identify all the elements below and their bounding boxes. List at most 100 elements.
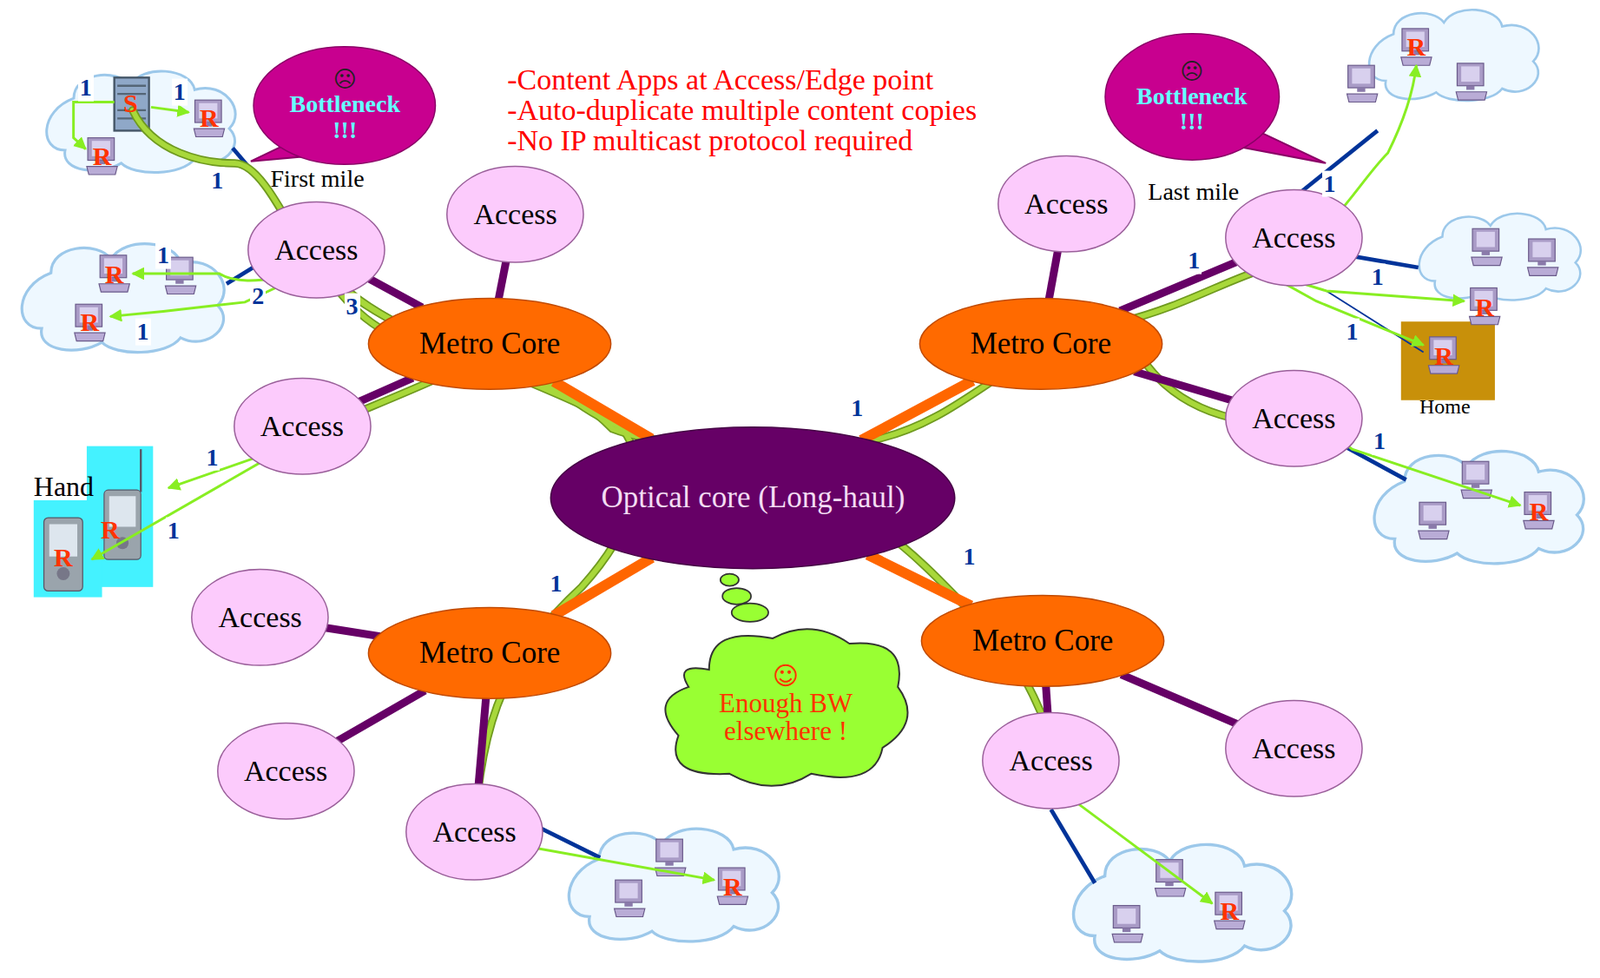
content-flow <box>132 110 1269 837</box>
network-link <box>861 380 973 441</box>
node-text-group: Access <box>1008 744 1093 777</box>
callout-number: 1 <box>155 241 172 269</box>
network-link <box>553 381 652 439</box>
metro-core-node: Metro Core <box>918 297 1164 390</box>
access-node: Access <box>233 377 372 475</box>
access-node: Access <box>1224 699 1363 797</box>
last-mile-line <box>226 130 1424 883</box>
network-link <box>325 627 381 637</box>
node-label: Optical core (Long-haul) <box>600 481 905 514</box>
network-link <box>867 554 971 606</box>
network-link <box>1121 674 1238 725</box>
node-label: Bottleneck !!! <box>289 91 402 143</box>
content-flow <box>132 110 1269 837</box>
ellipse-outline <box>191 569 329 666</box>
server-icon <box>117 85 146 119</box>
computer-icon <box>1112 905 1143 942</box>
node-label: Access <box>1251 402 1336 435</box>
ellipse-outline <box>368 607 612 699</box>
node-label: Access <box>473 198 557 231</box>
optical-core-node: Optical core (Long-haul) <box>548 426 957 570</box>
network-link <box>1046 684 1048 713</box>
network-link <box>368 278 422 308</box>
user-cloud <box>21 243 224 353</box>
face-symbol: ☹ <box>333 67 357 92</box>
callout-number: 1 <box>209 167 225 195</box>
device-label: Home <box>1419 395 1471 418</box>
node-label: Access <box>432 816 516 848</box>
segment-label: Last mile <box>1147 178 1239 206</box>
computer-icon <box>1401 28 1432 66</box>
content-flow <box>321 267 1269 448</box>
computer-icon <box>74 28 1559 942</box>
network-link <box>1134 371 1233 401</box>
node-label: Access <box>218 601 303 633</box>
node-text-group: ☹Bottleneck !!! <box>1136 59 1248 135</box>
endpoint-marker: R <box>723 871 743 901</box>
network-link <box>1048 250 1058 300</box>
callout-number: 1 <box>1343 318 1360 346</box>
user-cloud <box>1369 9 1539 101</box>
node-text-group: Access <box>260 410 344 442</box>
node-text-group: Metro Core <box>972 625 1113 658</box>
endpoint-marker: S <box>123 87 139 117</box>
handheld-area <box>33 446 154 598</box>
node-text-group: Access <box>274 234 358 266</box>
callout-number: 1 <box>1369 263 1386 290</box>
node-text-group: Access <box>243 755 328 787</box>
computer-icon <box>614 879 646 916</box>
node-label: Metro Core <box>419 328 560 361</box>
bottleneck-callout: ☹Bottleneck !!! <box>1104 32 1281 161</box>
ellipse-outline <box>368 298 612 390</box>
ellipse-outline <box>921 595 1165 687</box>
node-label: Access <box>274 234 358 266</box>
node-label: Access <box>243 755 328 787</box>
node-text-group: Access <box>432 816 516 848</box>
callout-number: 3 <box>344 292 361 320</box>
user-cloud <box>568 828 779 942</box>
node-text-group: Access <box>1251 732 1336 764</box>
node-text-group: Optical core (Long-haul) <box>600 481 905 514</box>
endpoint-marker: R <box>1407 31 1427 60</box>
node-text-group: Access <box>473 198 557 231</box>
node-label: Access <box>1008 744 1093 777</box>
ellipse-outline <box>551 427 955 569</box>
ellipse-outline <box>217 722 354 819</box>
node-text-group: ☺Enough BW elsewhere ! <box>710 662 863 746</box>
bandwidth-cloud: ☺Enough BW elsewhere ! <box>658 617 914 791</box>
content-flow <box>331 273 638 837</box>
endpoint-marker: R <box>100 513 120 543</box>
node-text-group: Access <box>218 601 303 633</box>
home-box <box>1401 321 1495 401</box>
note-text: -Content Apps at Access/Edge point <box>506 63 934 96</box>
segment-label: First mile <box>269 164 364 192</box>
network-link <box>478 697 487 785</box>
ellipse-outline <box>1105 33 1280 160</box>
handheld-area <box>139 448 142 492</box>
ellipse-outline <box>447 166 584 264</box>
callout-number: 1 <box>548 570 565 598</box>
endpoint-marker: R <box>105 259 125 289</box>
computer-icon <box>1346 65 1377 102</box>
access-node: Access <box>997 155 1136 253</box>
callout-number: 1 <box>171 78 188 106</box>
content-flow <box>331 273 638 837</box>
network-link <box>553 557 652 616</box>
computer-icon <box>1461 460 1492 498</box>
ellipse-outline <box>1225 370 1363 468</box>
callout-number: 1 <box>78 74 94 102</box>
computer-icon <box>98 255 130 292</box>
computer-icon <box>717 867 748 904</box>
delivery-arrow <box>1060 790 1212 903</box>
metro-core-node: Metro Core <box>920 594 1166 687</box>
face-symbol: ☹ <box>1179 59 1204 84</box>
node-text-group: ☹Bottleneck !!! <box>289 67 402 143</box>
access-node: Access <box>247 201 386 299</box>
device-label: Hand <box>33 471 94 502</box>
node-text-group: Metro Core <box>419 637 560 670</box>
metro-core-node: Metro Core <box>367 297 613 390</box>
network-link <box>1119 262 1237 311</box>
node-text-group: Metro Core <box>970 328 1112 361</box>
node-label: Bottleneck !!! <box>1136 83 1248 135</box>
computer-icon <box>1527 238 1559 276</box>
